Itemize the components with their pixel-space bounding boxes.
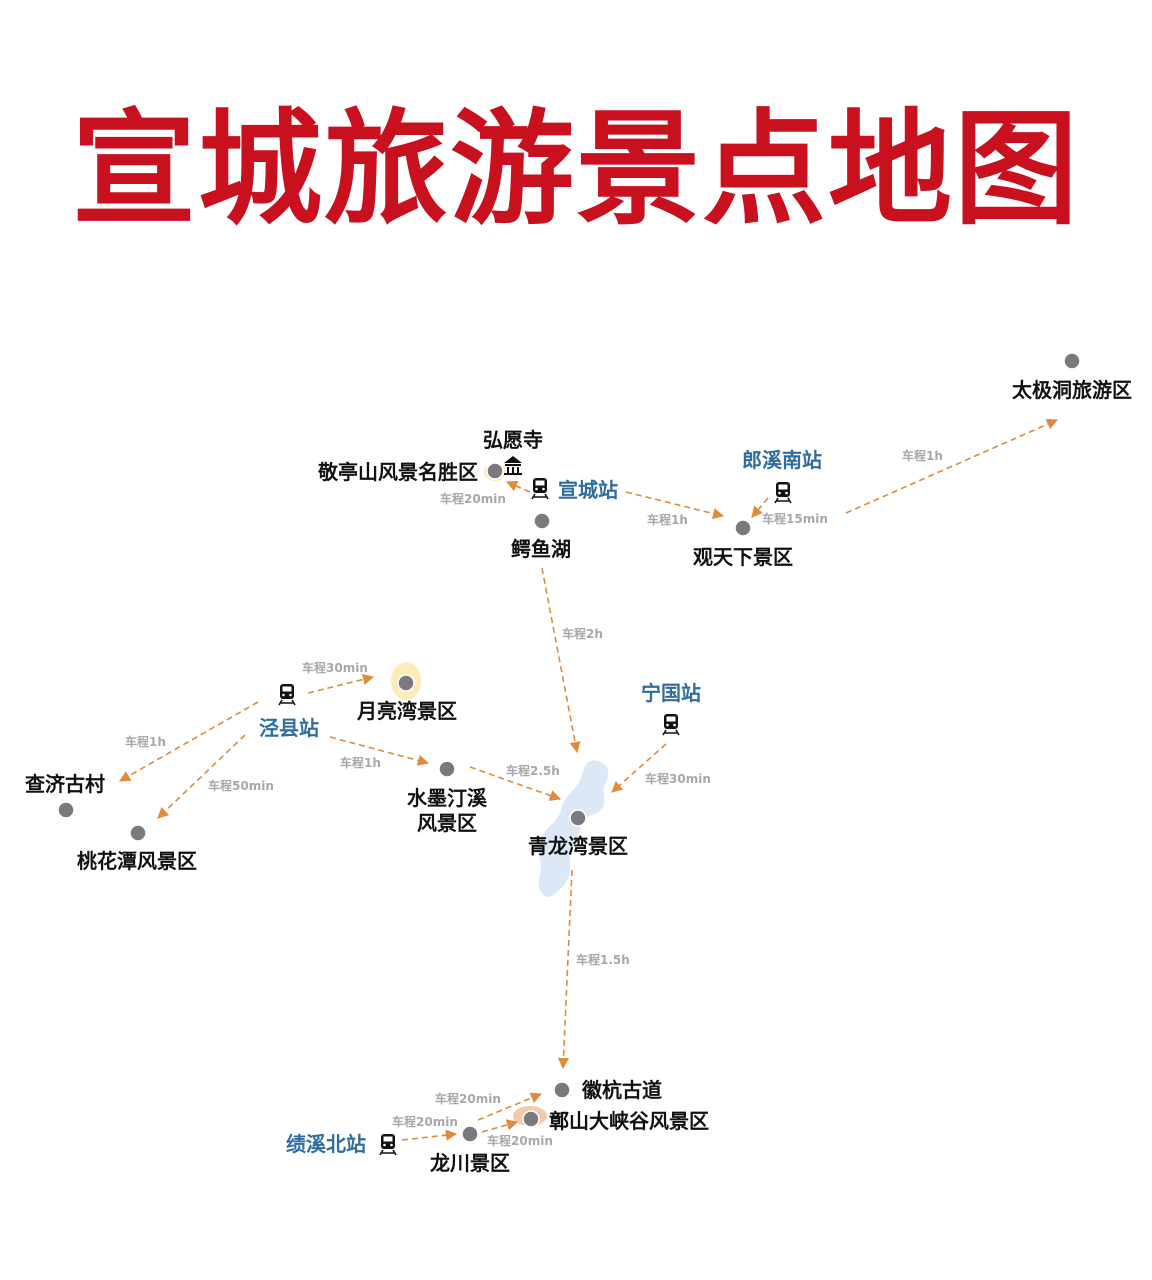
spot-dot-qinglongwan (569, 809, 587, 827)
station-label-ningguo: 宁国站 (641, 681, 701, 705)
spot-label-guantianxia: 观天下景区 (693, 545, 793, 569)
route-label-zhangshan: 车程20min (487, 1133, 553, 1148)
route-label-eyu-qinglong: 车程2h (562, 626, 603, 641)
spot-label-huihang: 徽杭古道 (581, 1078, 662, 1102)
station-label-langxinan: 郎溪南站 (742, 448, 822, 472)
spot-label-qinglongwan: 青龙湾景区 (528, 834, 628, 858)
spot-label-hongyuan: 弘愿寺 (483, 428, 543, 452)
spot-label-chaji: 查济古村 (25, 772, 105, 796)
station-labels: 宣城站 郎溪南站 泾县站 宁国站 绩溪北站 (259, 448, 822, 1156)
spot-dot-longchuan (461, 1125, 479, 1143)
route-label-jixi-longchuan: 车程20min (392, 1114, 458, 1129)
route-label-guantianxia: 车程1h (647, 512, 688, 527)
spot-label-taohuatan: 桃花潭风景区 (77, 849, 197, 873)
spot-dot-taiji (1063, 352, 1081, 370)
route-label-qinglong-huihang: 车程1.5h (576, 952, 630, 967)
spot-label-eyu: 鳄鱼湖 (511, 537, 571, 561)
train-icon (278, 683, 296, 706)
spot-label-shuimo-line1: 水墨汀溪 (407, 786, 488, 810)
spot-label-jingting: 敬亭山风景名胜区 (317, 460, 478, 484)
route-label-huihang: 车程20min (435, 1091, 501, 1106)
train-icon (774, 481, 792, 504)
route-label-yueliang: 车程30min (302, 660, 368, 675)
route-label-taiji: 车程1h (902, 448, 943, 463)
spot-dot-zhangshan (522, 1110, 540, 1128)
routes (119, 418, 1059, 1141)
spot-label-longchuan: 龙川景区 (430, 1151, 510, 1175)
spot-dot-jingting (486, 462, 504, 480)
train-icon (531, 477, 549, 500)
route-label-langxi: 车程15min (762, 511, 828, 526)
route-label-taohuatan: 车程50min (208, 778, 274, 793)
station-label-xuancheng: 宣城站 (558, 478, 618, 502)
qinglongwan-lake (537, 760, 609, 897)
spot-dot-shuimo (438, 760, 456, 778)
spot-labels: 太极洞旅游区 弘愿寺 敬亭山风景名胜区 鳄鱼湖 观天下景区 月亮湾景区 查济古村… (25, 378, 1132, 1175)
page-title: 宣城旅游景点地图 (71, 98, 1080, 242)
spot-dot-eyu (533, 512, 551, 530)
spot-markers (57, 352, 1081, 1143)
distance-labels: 车程1h 车程20min 车程1h 车程15min 车程2h 车程30min 车… (125, 448, 943, 1148)
route-label-shuimo: 车程1h (340, 755, 381, 770)
route-label-chaji: 车程1h (125, 734, 166, 749)
spot-dot-chaji (57, 801, 75, 819)
spot-dot-guantianxia (734, 519, 752, 537)
spot-label-shuimo-line2: 风景区 (417, 811, 477, 835)
route-label-shuimo-qinglong: 车程2.5h (506, 763, 560, 778)
spot-dot-huihang (553, 1081, 571, 1099)
spot-label-zhangshan: 鄣山大峡谷风景区 (549, 1109, 709, 1133)
train-icon (379, 1133, 397, 1156)
train-icon (662, 713, 680, 736)
station-label-jixibei: 绩溪北站 (286, 1132, 366, 1156)
route-label-ningguo: 车程30min (645, 771, 711, 786)
spot-label-taiji: 太极洞旅游区 (1012, 378, 1132, 402)
station-label-jingxian: 泾县站 (259, 716, 319, 740)
spot-dot-taohuatan (129, 824, 147, 842)
spot-dot-yueliangwan (397, 674, 415, 692)
spot-label-yueliangwan: 月亮湾景区 (356, 699, 457, 723)
temple-icon (504, 456, 522, 475)
route-label-jingting: 车程20min (440, 491, 506, 506)
